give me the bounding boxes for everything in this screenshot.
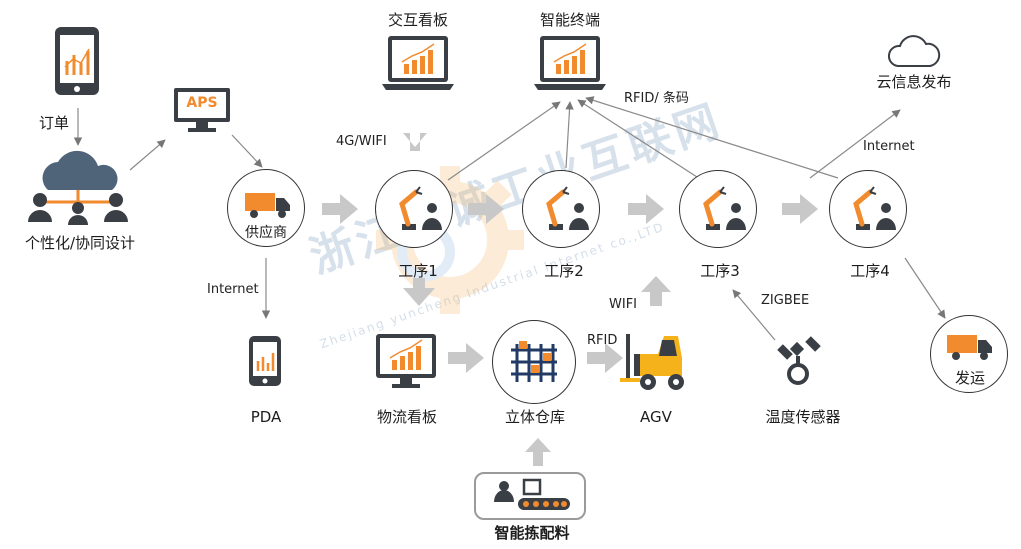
block-arrow-step1-step2 [468, 194, 504, 224]
block-arrow-step2-step3 [628, 194, 664, 224]
robot-arm-with-worker-icon [703, 186, 746, 230]
arrow-step4-to-shipping [904, 257, 946, 319]
block-arrow-step3-step4 [782, 194, 818, 224]
robot-arm-with-worker-icon [853, 186, 896, 230]
internet-left-label: Internet [207, 282, 259, 297]
cloud-icon [888, 35, 941, 67]
truck-icon [947, 335, 992, 360]
interactive-board-monitor-icon [382, 36, 454, 90]
agv-label: AGV [640, 408, 672, 426]
interactive-board-label: 交互看板 [387, 11, 449, 29]
shipping-label: 发运 [954, 369, 986, 387]
robot-arm-with-worker-icon [546, 186, 589, 230]
block-arrow-supplier-step1 [322, 194, 358, 224]
step2-label: 工序2 [544, 262, 584, 280]
rfid-label: RFID [587, 333, 618, 348]
rfid-barcode-label: RFID/ 条码 [624, 91, 689, 106]
block-arrow-agv-step3 [641, 276, 671, 306]
step3-label: 工序3 [700, 262, 740, 280]
conveyor-icon [494, 478, 570, 510]
warehouse-label: 立体仓库 [504, 408, 566, 426]
block-arrow-warehouse-agv [587, 343, 623, 373]
step2-node [522, 170, 600, 248]
wifi-label: WIFI [609, 297, 637, 312]
forklift-icon [620, 334, 684, 390]
step4-label: 工序4 [850, 262, 890, 280]
arrow-step2-to-terminal [565, 101, 574, 169]
truck-icon [245, 193, 290, 218]
smart-terminal-monitor-icon [534, 36, 606, 90]
robot-arm-with-worker-icon [399, 186, 442, 230]
temp-sensor-label: 温度传感器 [765, 408, 841, 426]
logistics-board-monitor-icon [376, 334, 436, 388]
internet-top-label: Internet [863, 139, 915, 154]
arrow-step1-to-terminal [447, 101, 561, 181]
block-arrow-step1-board [403, 133, 427, 151]
aps-label: APS [186, 95, 218, 111]
block-arrow-step1-down [403, 278, 435, 306]
wifi-4g-label: 4G/WIFI [336, 134, 387, 149]
step1-node [375, 170, 453, 248]
pda-label: PDA [250, 408, 282, 426]
storage-grid-icon [511, 341, 557, 382]
step4-node [829, 170, 907, 248]
block-arrow-board-warehouse [448, 343, 484, 373]
cloud-publish-label: 云信息发布 [876, 73, 952, 91]
phone-chart-icon [55, 27, 99, 95]
block-arrow-picking-warehouse [525, 438, 551, 466]
logistics-board-label: 物流看板 [376, 408, 438, 426]
pda-phone-icon [249, 336, 281, 386]
cloud-team-icon [28, 150, 128, 225]
design-label: 个性化/协同设计 [24, 234, 136, 252]
arrow-design-to-aps [129, 139, 166, 171]
order-label: 订单 [38, 114, 70, 132]
arrow-sensor-to-step3 [732, 289, 776, 341]
shipping-node [930, 315, 1008, 393]
zigbee-label: ZIGBEE [761, 293, 810, 308]
step1-label: 工序1 [398, 262, 438, 280]
supplier-label: 供应商 [245, 225, 287, 241]
picking-label: 智能拣配料 [494, 524, 570, 542]
arrow-step4-to-cloud [809, 109, 901, 179]
arrow-step3-to-terminal [577, 99, 698, 178]
wireless-sensor-icon [777, 336, 821, 385]
arrow-aps-to-supplier [231, 134, 263, 168]
smart-terminal-label: 智能终端 [539, 11, 601, 29]
arrow-step4-to-terminal [585, 96, 839, 179]
aps-monitor-icon [174, 88, 230, 132]
step3-node [679, 170, 757, 248]
